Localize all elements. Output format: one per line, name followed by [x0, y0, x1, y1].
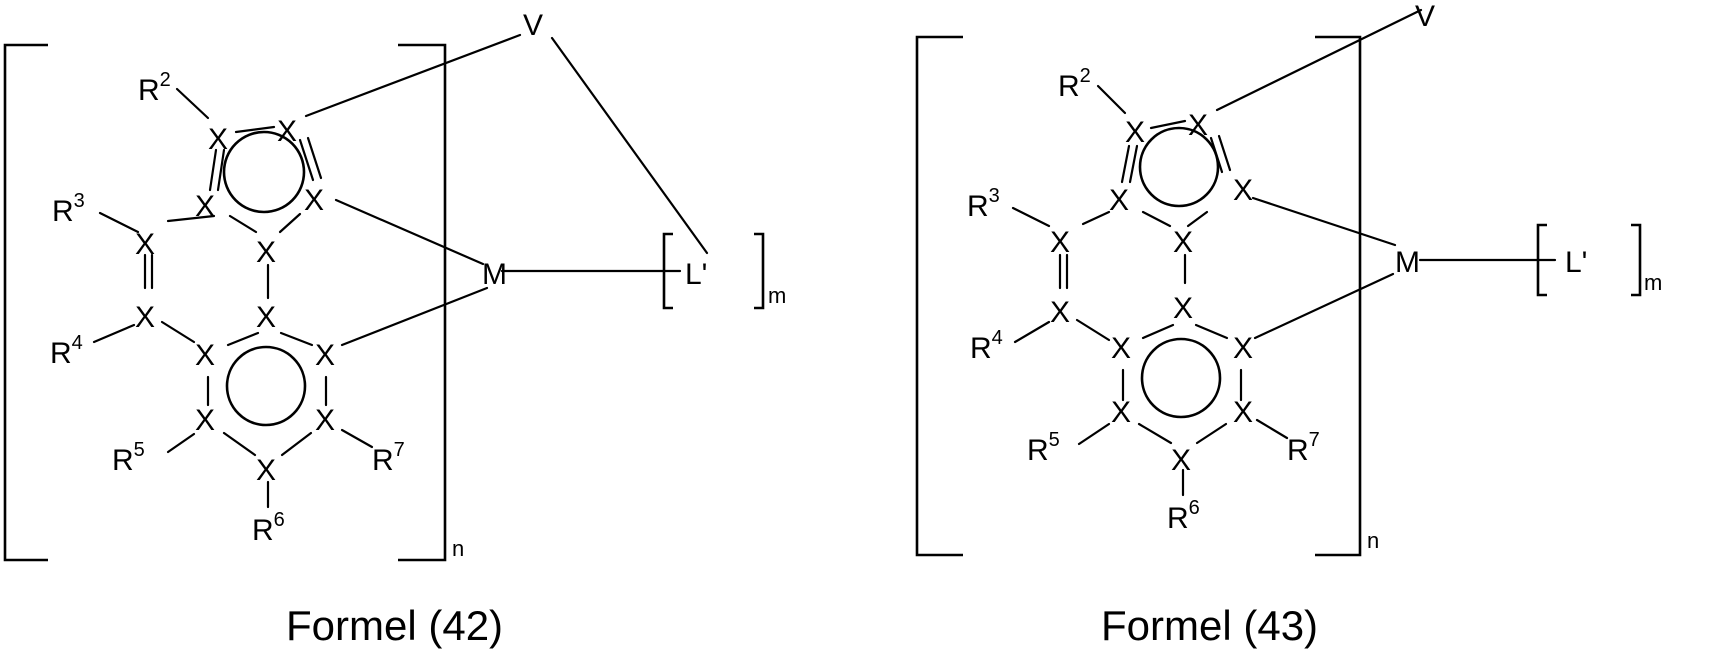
atom-x: X	[1233, 174, 1253, 207]
index-n-42: n	[452, 536, 464, 561]
bonds-42	[94, 35, 707, 507]
atoms-x-43: X X X X X X X X X X X X X	[1050, 109, 1253, 477]
substituent-r4: R4	[50, 332, 83, 370]
formula-42: n	[5, 9, 786, 649]
formula-caption-42: Formel (42)	[286, 602, 503, 649]
substituent-r7: R7	[1287, 429, 1320, 467]
atom-x: X	[1173, 292, 1193, 325]
bracket-left-42	[5, 45, 48, 560]
bonds-43	[1013, 10, 1555, 495]
atom-x: X	[315, 404, 335, 437]
substituent-r3: R3	[52, 190, 85, 228]
atom-x: X	[304, 184, 324, 217]
bracket-right-l-43	[1631, 225, 1640, 295]
substituent-r5: R5	[1027, 429, 1060, 467]
index-n-43: n	[1367, 528, 1379, 553]
atom-v-43: V	[1415, 0, 1435, 33]
substituent-r6: R6	[1167, 497, 1200, 535]
atom-x: X	[208, 123, 228, 156]
atom-x: X	[195, 190, 215, 223]
atom-x: X	[256, 301, 276, 334]
formula-caption-43: Formel (43)	[1101, 602, 1318, 649]
atom-x: X	[1233, 332, 1253, 365]
atom-x: X	[195, 404, 215, 437]
index-m-43: m	[1644, 270, 1662, 295]
bracket-right-43	[1315, 37, 1360, 555]
aromatic-ring-lower-42	[227, 347, 305, 425]
bracket-left-43	[917, 37, 963, 555]
atom-x: X	[1111, 332, 1131, 365]
bracket-right-l-42	[754, 234, 763, 308]
atom-x: X	[1171, 444, 1191, 477]
substituent-r3: R3	[967, 185, 1000, 223]
atom-x: X	[1109, 184, 1129, 217]
substituent-r7: R7	[372, 439, 405, 477]
index-m-42: m	[768, 283, 786, 308]
bracket-right-42	[398, 45, 445, 560]
atom-x: X	[1125, 116, 1145, 149]
atom-x: X	[277, 115, 297, 148]
ligand-l-42: L'	[685, 258, 707, 291]
atom-x: X	[135, 228, 155, 261]
aromatic-ring-lower-43	[1142, 339, 1220, 417]
substituent-r2: R2	[138, 69, 171, 107]
atom-x: X	[1111, 396, 1131, 429]
atom-x: X	[315, 339, 335, 372]
atom-x: X	[195, 339, 215, 372]
atom-x: X	[256, 454, 276, 487]
atom-x: X	[1050, 296, 1070, 329]
substituent-r5: R5	[112, 439, 145, 477]
atom-m-42: M	[482, 258, 507, 291]
atom-x: X	[256, 236, 276, 269]
atom-x: X	[1050, 226, 1070, 259]
substituent-r6: R6	[252, 509, 285, 547]
atom-x: X	[135, 301, 155, 334]
atom-m-43: M	[1395, 246, 1420, 279]
formula-43: n	[917, 0, 1662, 649]
ligand-l-43: L'	[1565, 246, 1587, 279]
atom-x: X	[1188, 109, 1208, 142]
atom-x: X	[1233, 396, 1253, 429]
substituent-r2: R2	[1058, 65, 1091, 103]
atom-v-42: V	[523, 9, 543, 42]
atom-x: X	[1173, 226, 1193, 259]
substituent-r4: R4	[970, 327, 1003, 365]
